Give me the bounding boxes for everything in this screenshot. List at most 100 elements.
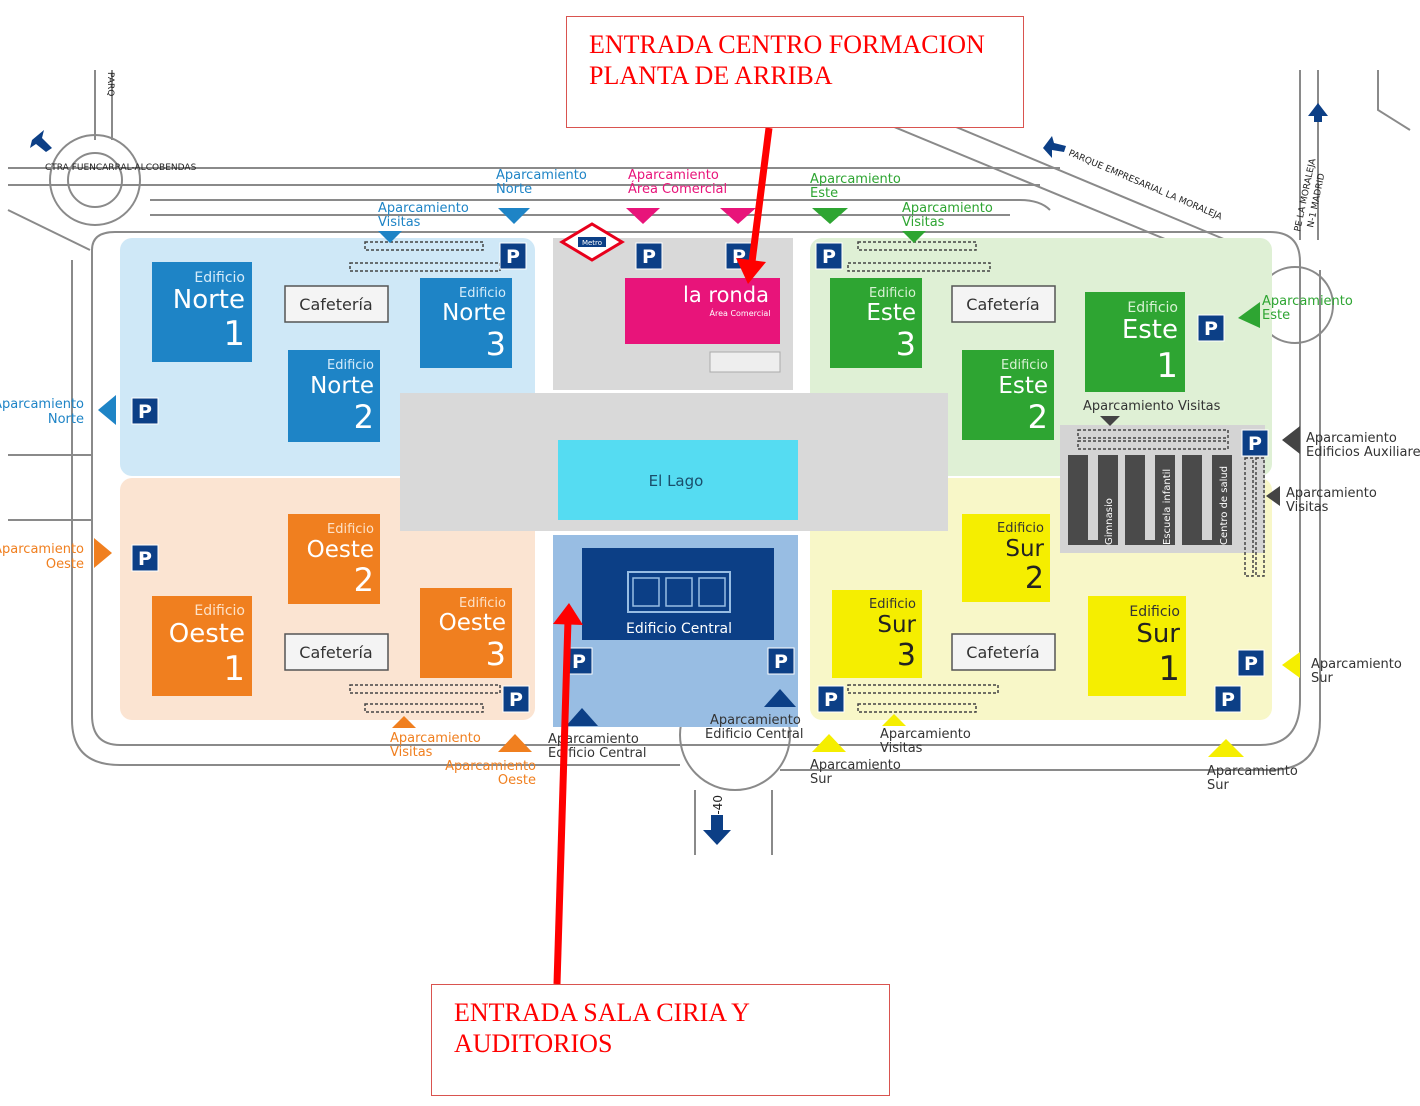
svg-text:Norte: Norte (442, 300, 506, 326)
building-este-2: Edificio Este 2 (962, 350, 1054, 440)
building-este-3: Edificio Este 3 (830, 278, 922, 368)
svg-text:1: 1 (1158, 649, 1180, 689)
cafeteria-west: Cafetería (284, 633, 389, 671)
building-oeste-1: Edificio Oeste 1 (152, 596, 252, 696)
svg-text:P: P (138, 548, 152, 570)
callout-bottom-line-1: ENTRADA SALA CIRIA Y (454, 998, 750, 1027)
parking-sign: P (817, 685, 845, 713)
arrow-visitas-bottom-right-icon (882, 714, 906, 726)
parking-sign: P (131, 544, 159, 572)
svg-text:Edificio: Edificio (1001, 358, 1048, 373)
svg-text:P: P (1221, 689, 1235, 711)
road-parque-label: PARQ (105, 72, 115, 96)
svg-text:Edificio: Edificio (194, 603, 245, 619)
arrow-norte-top-icon (498, 208, 530, 224)
parking-sign: P (499, 242, 527, 270)
cafeteria-north: Cafetería (284, 285, 389, 323)
svg-text:Cafetería: Cafetería (966, 643, 1039, 662)
svg-text:2: 2 (1028, 398, 1048, 436)
svg-text:2: 2 (354, 398, 374, 436)
el-lago: El Lago (558, 440, 798, 520)
svg-text:Este: Este (1122, 315, 1178, 345)
arrow-central-bottom-mid-icon (764, 689, 796, 707)
cafeteria-east: Cafetería (951, 285, 1056, 323)
arrow-parque-empresarial-icon (1043, 136, 1066, 158)
svg-text:Oeste: Oeste (439, 610, 506, 636)
svg-text:Edificio: Edificio (1127, 300, 1178, 316)
svg-text:Área Comercial: Área Comercial (709, 307, 770, 318)
svg-text:1: 1 (223, 314, 245, 354)
callout-top-line-2: PLANTA DE ARRIBA (589, 61, 833, 90)
svg-text:1: 1 (223, 649, 245, 689)
parking-sign: P (131, 397, 159, 425)
svg-text:2: 2 (354, 561, 374, 599)
svg-text:la ronda: la ronda (683, 283, 769, 307)
svg-text:Sur: Sur (1136, 619, 1180, 649)
parking-rows (349, 241, 1265, 713)
arrow-head-training-center-icon (736, 258, 766, 284)
arrow-oeste-left-icon (94, 538, 112, 568)
escuela-infantil-label: Escuela infantil (1162, 469, 1173, 545)
parking-signs: P P P P P P P P P P P P P P (131, 242, 1269, 713)
building-oeste-2: Edificio Oeste 2 (288, 514, 380, 604)
svg-text:Norte: Norte (173, 285, 245, 315)
arrow-central-bottom-left-icon (566, 708, 598, 726)
road-parque-empresarial-label: PARQUE EMPRESARIAL LA MORALEJA (1067, 149, 1224, 223)
svg-text:Edificio: Edificio (459, 286, 506, 301)
svg-text:Sur: Sur (877, 612, 916, 638)
label-visitas-east: Aparcamiento Visitas (1083, 399, 1221, 414)
svg-text:Edificio: Edificio (327, 522, 374, 537)
svg-text:Edificio: Edificio (869, 597, 916, 612)
building-sur-3: Edificio Sur 3 (832, 590, 922, 678)
svg-text:Edificio Central: Edificio Central (626, 621, 732, 637)
svg-text:P: P (824, 689, 838, 711)
svg-text:3: 3 (486, 635, 506, 673)
callout-sala-ciria: ENTRADA SALA CIRIA Y AUDITORIOS (431, 984, 890, 1096)
building-norte-3: Edificio Norte 3 (420, 278, 512, 368)
arrow-to-training-center (748, 127, 773, 263)
building-sur-1: Edificio Sur 1 (1088, 596, 1186, 696)
parking-arrows (94, 208, 1300, 757)
svg-text:Edificio: Edificio (459, 596, 506, 611)
svg-text:El Lago: El Lago (649, 472, 704, 490)
svg-text:P: P (509, 689, 523, 711)
arrow-comercial-1-icon (626, 208, 660, 224)
svg-text:Edificio: Edificio (1129, 604, 1180, 620)
arrow-visitas-top-left-icon (378, 231, 402, 243)
svg-text:P: P (822, 246, 836, 268)
svg-text:Oeste: Oeste (307, 537, 374, 563)
svg-text:Este: Este (998, 373, 1048, 399)
arrow-sur-bottom-right-icon (1208, 739, 1244, 757)
svg-text:Cafetería: Cafetería (299, 643, 372, 662)
callout-bottom-line-2: AUDITORIOS (454, 1029, 613, 1058)
parking-sign: P (815, 242, 843, 270)
svg-text:3: 3 (896, 325, 916, 363)
svg-text:Edificio: Edificio (194, 270, 245, 286)
la-ronda-commercial-area: la ronda Área Comercial (625, 278, 781, 373)
svg-text:Norte: Norte (310, 373, 374, 399)
centro-de-salud-label: Centro de salud (1219, 466, 1230, 545)
svg-text:P: P (774, 651, 788, 673)
gimnasio-label: Gimnasio (1104, 498, 1115, 545)
svg-text:P: P (138, 401, 152, 423)
svg-text:Edificio: Edificio (869, 286, 916, 301)
svg-text:Cafetería: Cafetería (299, 295, 372, 314)
svg-text:2: 2 (1025, 561, 1044, 596)
arrow-visitas-top-right-icon (902, 231, 926, 243)
building-este-1: Edificio Este 1 (1085, 292, 1185, 392)
arrow-to-sala-ciria (553, 619, 572, 985)
parking-sign: P (767, 647, 795, 675)
